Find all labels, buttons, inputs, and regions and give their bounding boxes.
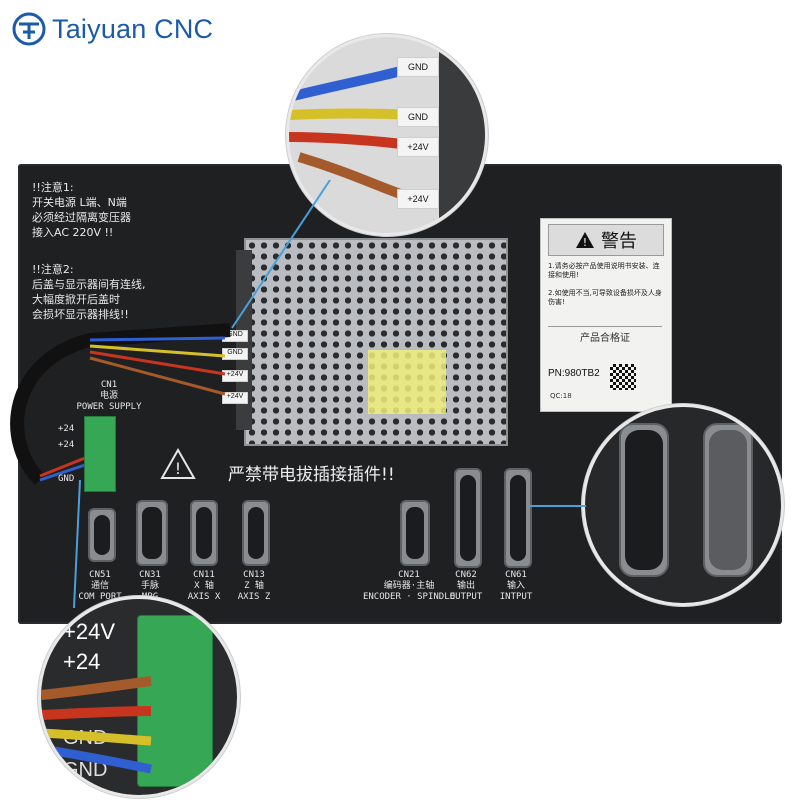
brand-logo: Taiyuan CNC xyxy=(12,12,213,46)
cn1-en: POWER SUPPLY xyxy=(76,402,142,412)
cn51-connector xyxy=(88,508,116,562)
qr-code xyxy=(610,364,636,390)
cn13-connector xyxy=(242,500,270,566)
warning-card-title: 警告 xyxy=(601,231,637,252)
cn11-id: CN11 xyxy=(193,570,215,580)
cn13-name: Z 轴 xyxy=(244,581,264,591)
zoom-pointer-line xyxy=(231,180,331,329)
cn1-pin: GND xyxy=(58,474,75,484)
cn21-en: ENCODER · SPINDLE xyxy=(362,592,456,602)
svg-text:!: ! xyxy=(583,236,587,249)
zoom-circle-db-connectors xyxy=(582,404,784,606)
cn61-name: 输入 xyxy=(506,581,525,591)
zoomed-wires xyxy=(289,37,485,233)
wire-tag: +24V xyxy=(397,137,439,157)
cn1-pin: +24 xyxy=(58,424,75,434)
cn13-en: AXIS Z xyxy=(237,592,271,602)
cn21-name: 编码器·主轴 xyxy=(383,581,435,591)
warning-card-text: 1.请务必按产品使用说明书安装、连接和使用! 2.如使用不当,可导致设备损坏及人… xyxy=(548,262,662,306)
warning-card-header: ! 警告 xyxy=(548,224,664,256)
psu-tag: +24V xyxy=(222,392,248,404)
zoom-circle-terminal: +24V +24 GND GND xyxy=(38,596,240,798)
taiyuan-logo-icon xyxy=(12,12,46,46)
cn62-en: OUTPUT xyxy=(449,592,483,602)
zoomed-terminal-wires xyxy=(41,676,152,774)
notice-1: !!注意1: 开关电源 L端、N端 必须经过隔离变压器 接入AC 220V !! xyxy=(32,181,131,239)
zoomed-db-connector-right xyxy=(703,423,753,577)
psu-yellow-component xyxy=(368,350,446,414)
zoom-pointer-line-right xyxy=(530,505,586,507)
cert-title: 产品合格证 xyxy=(548,326,662,344)
cn11-name: X 轴 xyxy=(194,581,214,591)
cn11-en: AXIS X xyxy=(187,592,221,602)
cn61-connector xyxy=(504,468,532,568)
cn51-name: 通信 xyxy=(90,581,109,591)
product-model: PN:980TB2 xyxy=(548,368,600,379)
cn51-id: CN51 xyxy=(89,570,111,580)
caution-icon: ! xyxy=(576,232,594,249)
brand-name: Taiyuan CNC xyxy=(52,13,214,44)
cn62-id: CN62 xyxy=(455,570,477,580)
zoom-pointer-line-bottom xyxy=(73,480,81,609)
wire-tag: GND xyxy=(397,57,439,77)
cn21-connector xyxy=(400,500,430,566)
zoom-pin-label: GND xyxy=(63,759,108,781)
cn21-id: CN21 xyxy=(398,570,420,580)
wire-tag: +24V xyxy=(397,189,439,209)
svg-text:!: ! xyxy=(175,459,181,478)
cn1-pin: +24 xyxy=(58,440,75,450)
power-cable xyxy=(10,323,231,485)
warning-triangle-icon: ! xyxy=(160,448,196,479)
cn1-name: 电源 xyxy=(99,391,118,401)
cn1-green-terminal xyxy=(84,416,116,492)
notice-2: !!注意2: 后盖与显示器间有连线, 大幅度掀开后盖时 会损坏显示器排线!! xyxy=(32,263,146,321)
zoomed-green-terminal xyxy=(137,615,213,787)
cn61-id: CN61 xyxy=(505,570,527,580)
psu-tag: +24V xyxy=(222,370,248,382)
cn61-en: INTPUT xyxy=(499,592,533,602)
zoom-circle-wires: GND GND +24V +24V xyxy=(286,34,488,236)
zoom-pin-label: +24V xyxy=(63,619,115,644)
cn1-label: CN1 xyxy=(100,380,118,390)
psu-tag: GND xyxy=(222,348,248,360)
cn31-name: 手脉 xyxy=(140,581,159,591)
cn62-connector xyxy=(454,468,482,568)
cn51-en: COM PORT xyxy=(78,592,122,602)
zoom-pin-label: +24 xyxy=(63,649,101,674)
zoomed-db-connector-left xyxy=(619,423,669,577)
qc-stamp: QC:18 xyxy=(550,392,572,400)
cn31-id: CN31 xyxy=(139,570,161,580)
warning-banner: 严禁带电拔插接插件!! xyxy=(228,465,395,485)
cn13-id: CN13 xyxy=(243,570,265,580)
cn31-connector xyxy=(136,500,168,566)
cn62-name: 输出 xyxy=(456,581,475,591)
cn11-connector xyxy=(190,500,218,566)
wire-tag: GND xyxy=(397,107,439,127)
